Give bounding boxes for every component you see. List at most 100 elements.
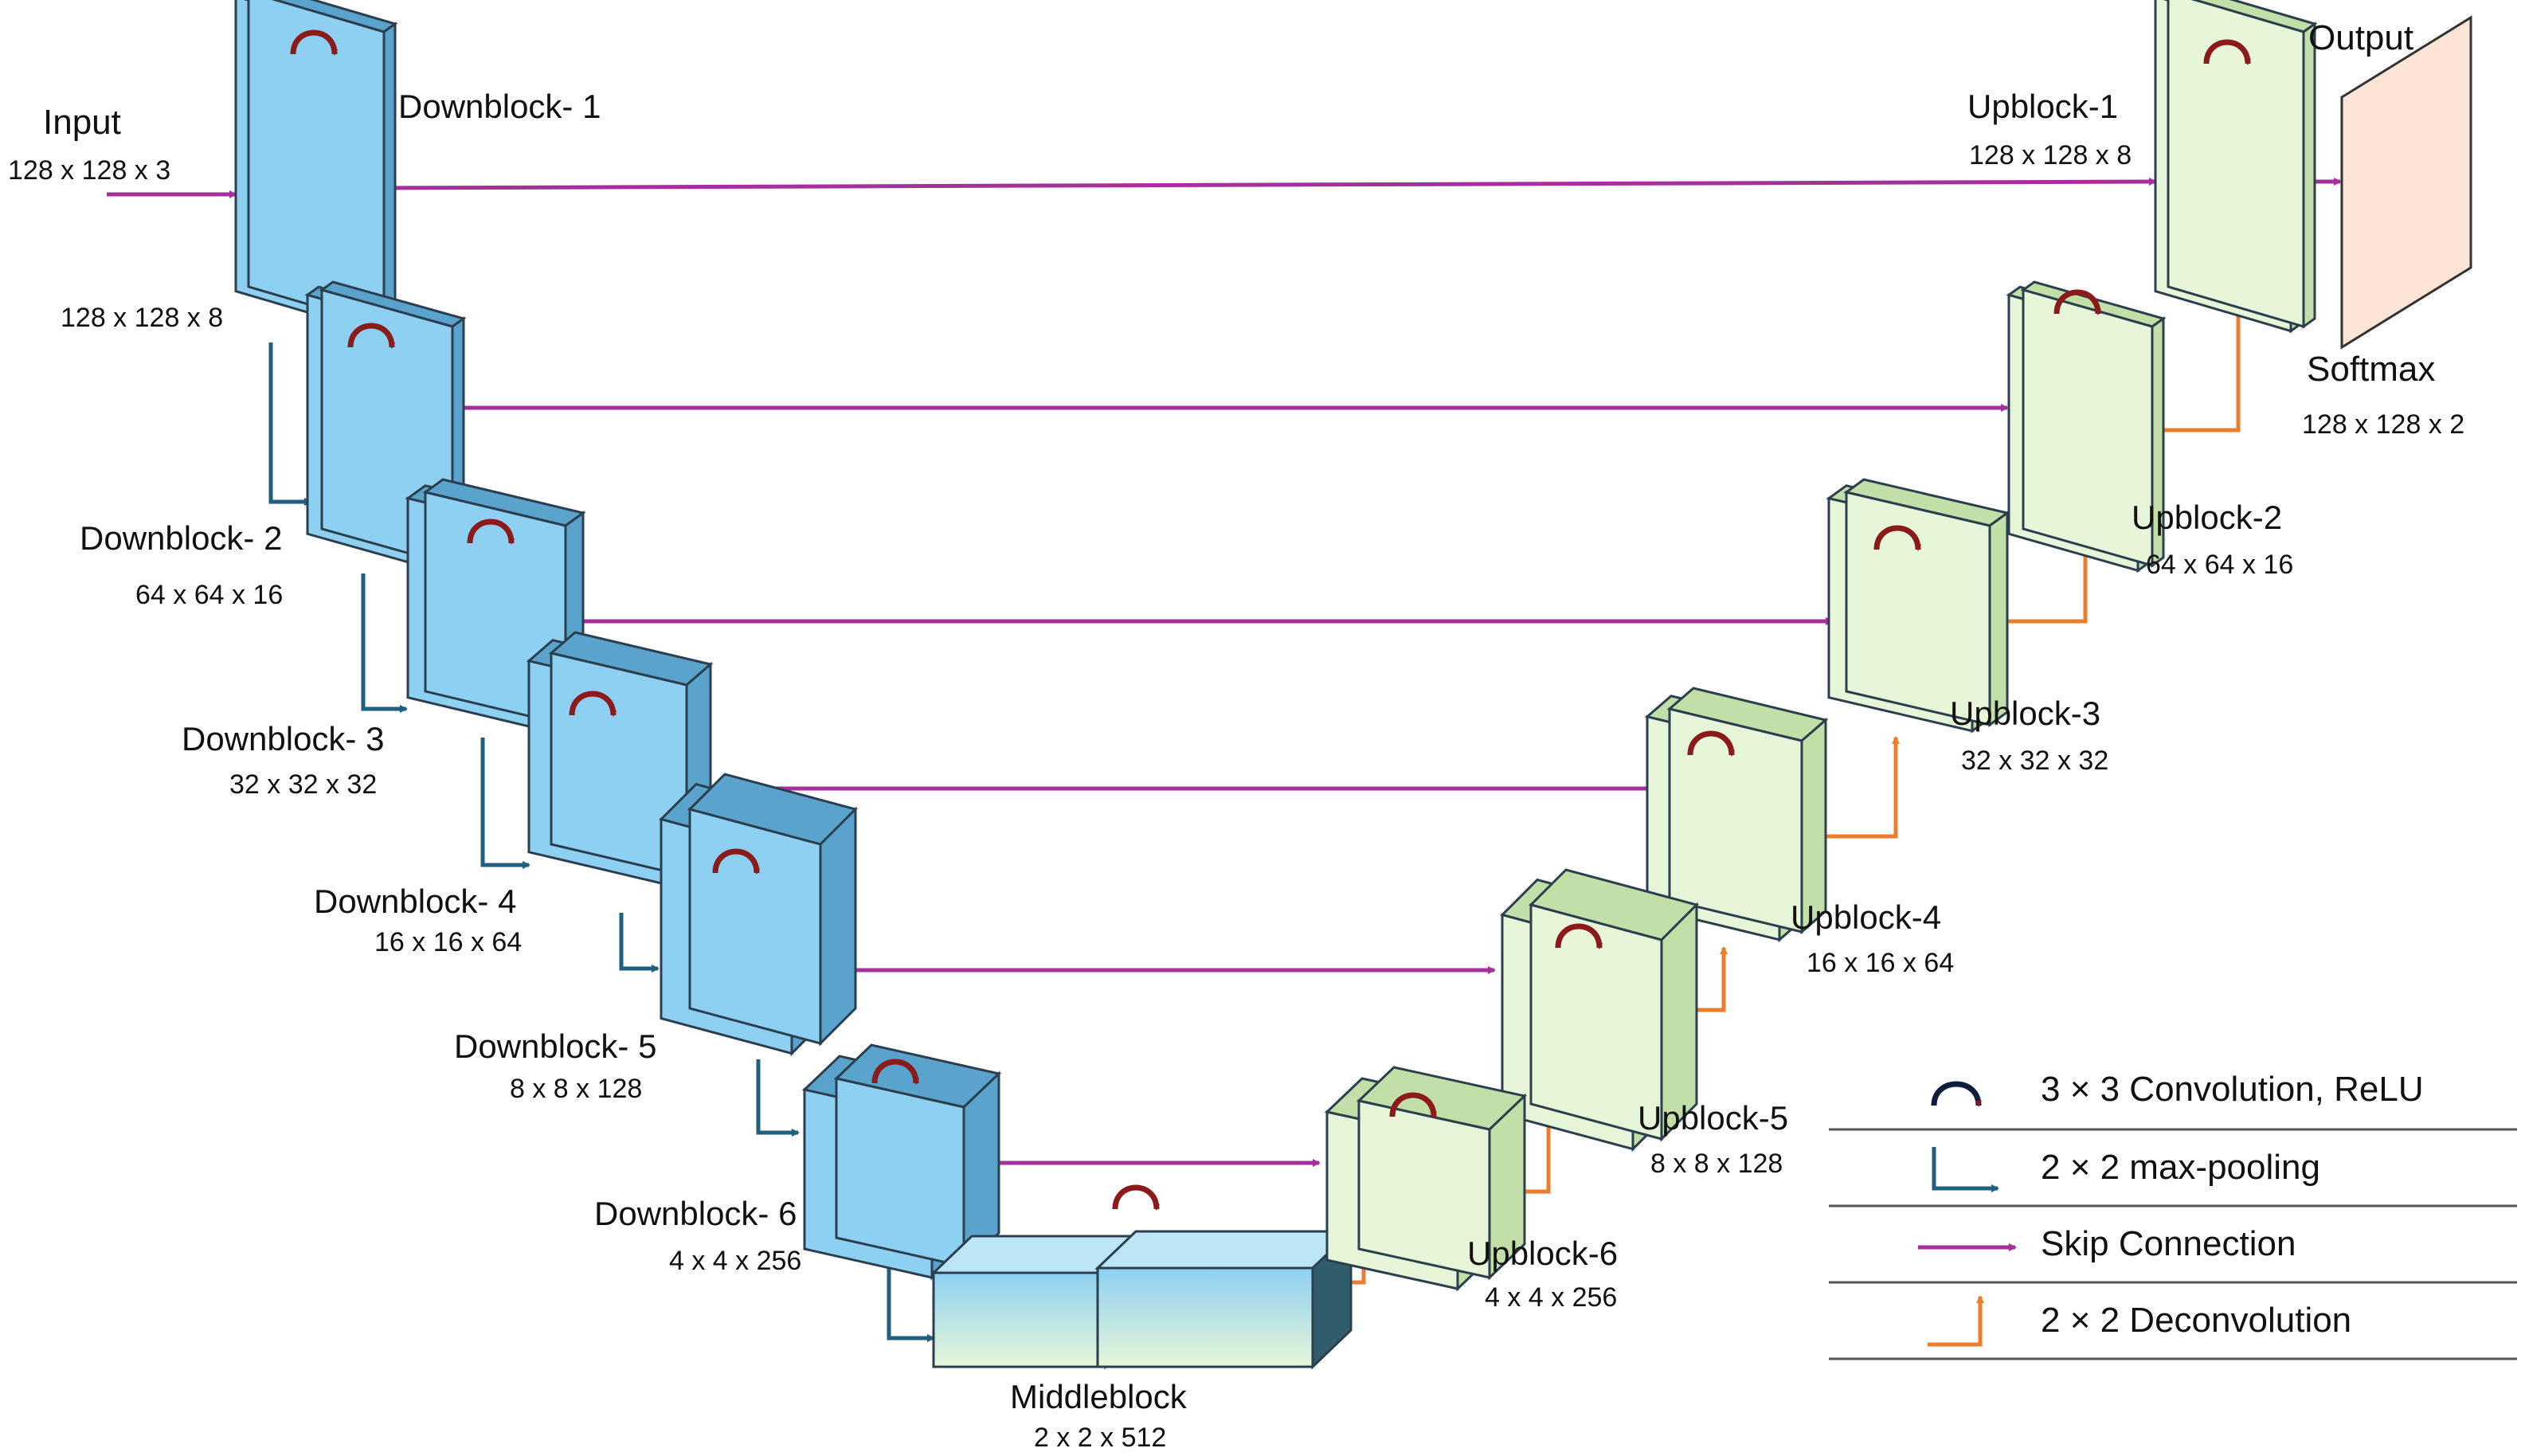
upblock-2-front-slab-front xyxy=(2022,288,2154,567)
middleblock xyxy=(930,1228,1354,1370)
output-size: 128 x 128 x 2 xyxy=(2302,409,2464,440)
convolution-icon xyxy=(569,691,617,717)
downblock-6 xyxy=(801,1043,1002,1281)
convolution-icon xyxy=(1112,1184,1160,1211)
downblock-4-front-slab xyxy=(548,631,714,879)
convolution-icon xyxy=(2053,289,2101,315)
convolution-icon xyxy=(290,29,338,56)
upblock-6-size: 4 x 4 x 256 xyxy=(1485,1282,1617,1313)
upblock-1-label: Upblock-1 xyxy=(1967,88,2118,125)
deconvolution-arrow-5 xyxy=(1991,527,2089,624)
convolution-icon xyxy=(871,1059,919,1085)
convolution-arc-5 xyxy=(712,848,760,875)
convolution-icon xyxy=(1687,730,1735,757)
downblock-6-front-slab-front xyxy=(835,1077,965,1268)
upblock-3 xyxy=(1826,478,2010,734)
convolution-icon xyxy=(347,323,395,349)
connections xyxy=(107,178,2342,1342)
input-size: 128 x 128 x 3 xyxy=(8,155,170,186)
softmax-label: Softmax xyxy=(2307,350,2435,389)
upblock-6-front-slab-front xyxy=(1357,1099,1491,1279)
convolution-arc-8 xyxy=(1389,1092,1437,1118)
legend-label-skip: Skip Connection xyxy=(2041,1224,2296,1263)
convolution-arc-13 xyxy=(2203,39,2251,65)
upblock-5 xyxy=(1500,868,1699,1153)
convolution-arc-10 xyxy=(1687,730,1735,757)
upblock-3-front-slab xyxy=(1843,478,2010,727)
middleblock-front-2 xyxy=(1096,1266,1314,1368)
downblock-5-label: Downblock- 5 xyxy=(454,1027,656,1065)
upblock-4-label: Upblock-4 xyxy=(1791,898,1941,936)
upblock-5-front-slab-front xyxy=(1529,903,1663,1141)
downblock-4 xyxy=(526,631,714,887)
convolution-arc-1 xyxy=(290,29,338,56)
upblock-4 xyxy=(1644,687,1829,943)
upblock-3-label: Upblock-3 xyxy=(1950,695,2100,732)
upblock-6-front-slab xyxy=(1356,1066,1528,1281)
upblock-4-front-slab xyxy=(1666,687,1829,935)
downblock-5-front-slab xyxy=(687,773,858,1047)
downblock-5-front-slab-side xyxy=(819,806,857,1047)
convolution-arc-12 xyxy=(2053,289,2101,315)
upblock-3-size: 32 x 32 x 32 xyxy=(1961,746,2108,776)
upblock-6-label: Upblock-6 xyxy=(1467,1235,1618,1272)
downblock-2-size: 64 x 64 x 16 xyxy=(135,580,283,610)
legend: 3 × 3 Convolution, ReLU 2 × 2 max-poolin… xyxy=(1829,1070,2517,1360)
deconvolution-arrow-4 xyxy=(1803,736,1900,839)
max-pooling-arrow-1 xyxy=(268,342,312,506)
upblock-5-label: Upblock-5 xyxy=(1638,1099,1788,1137)
upblock-4-size: 16 x 16 x 64 xyxy=(1807,948,1954,978)
convolution-arc-9 xyxy=(1555,923,1603,949)
output-plane xyxy=(2340,15,2472,350)
downblock-3-label: Downblock- 3 xyxy=(182,720,384,757)
up-elbow-arrow-icon xyxy=(1928,1295,1984,1347)
upblock-5-front-slab xyxy=(1529,868,1699,1142)
convolution-icon xyxy=(467,519,515,545)
downblock-4-label: Downblock- 4 xyxy=(314,883,516,920)
deconvolution-arrow-6 xyxy=(2152,301,2242,432)
max-pooling-arrow-6 xyxy=(887,1254,935,1342)
convolution-arc-6 xyxy=(871,1059,919,1085)
max-pooling-arrow-3 xyxy=(480,738,530,869)
convolution-icon xyxy=(1389,1092,1437,1118)
convolution-arc-4 xyxy=(569,691,617,717)
upblock-3-front-slab-side xyxy=(1988,511,2009,727)
convolution-marks xyxy=(290,29,2251,1211)
downblock-5-size: 8 x 8 x 128 xyxy=(510,1074,642,1104)
downblock-6-label: Downblock- 6 xyxy=(594,1195,797,1232)
downblock-5-front-slab-front xyxy=(688,808,822,1045)
upblock-6 xyxy=(1324,1066,1528,1292)
legend-label-deconv: 2 × 2 Deconvolution xyxy=(2041,1301,2351,1340)
downblock-1-label: Downblock- 1 xyxy=(398,88,601,125)
convolution-icon xyxy=(1873,525,1921,551)
middleblock-label: Middleblock xyxy=(1010,1378,1188,1415)
convolution-arc-11 xyxy=(1873,525,1921,551)
convolution-arc-7 xyxy=(1112,1184,1160,1211)
downblock-1-front-slab-side xyxy=(382,22,397,329)
upblock-5-size: 8 x 8 x 128 xyxy=(1650,1149,1783,1179)
upblock-1-front-slab-side xyxy=(2302,22,2316,329)
blocks xyxy=(234,0,2472,1370)
upblock-2-front-slab xyxy=(2020,280,2167,568)
downblock-2-label: Downblock- 2 xyxy=(80,519,282,557)
max-pooling-arrow-5 xyxy=(756,1059,800,1137)
convolution-arc-3 xyxy=(467,519,515,545)
middleblock-top-2 xyxy=(1094,1230,1354,1270)
upblock-2-label: Upblock-2 xyxy=(2132,499,2282,536)
downblock-1-front-slab xyxy=(247,0,398,329)
upblock-1 xyxy=(2154,0,2318,334)
convolution-icon xyxy=(2203,39,2251,65)
max-pooling-arrow-4 xyxy=(619,913,660,973)
downblock-6-size: 4 x 4 x 256 xyxy=(669,1246,801,1276)
input-label: Input xyxy=(43,103,121,142)
max-pooling-arrow-2 xyxy=(361,573,408,713)
convolution-arc-2 xyxy=(347,323,395,349)
downblock-1 xyxy=(234,0,398,334)
convolution-icon xyxy=(712,848,760,875)
curved-arrow-icon xyxy=(1931,1081,1982,1107)
elbow-arrow-icon xyxy=(1932,1147,1999,1192)
convolution-icon xyxy=(1555,923,1603,949)
upblock-1-front-slab xyxy=(2167,0,2318,329)
downblock-4-size: 16 x 16 x 64 xyxy=(374,927,522,957)
